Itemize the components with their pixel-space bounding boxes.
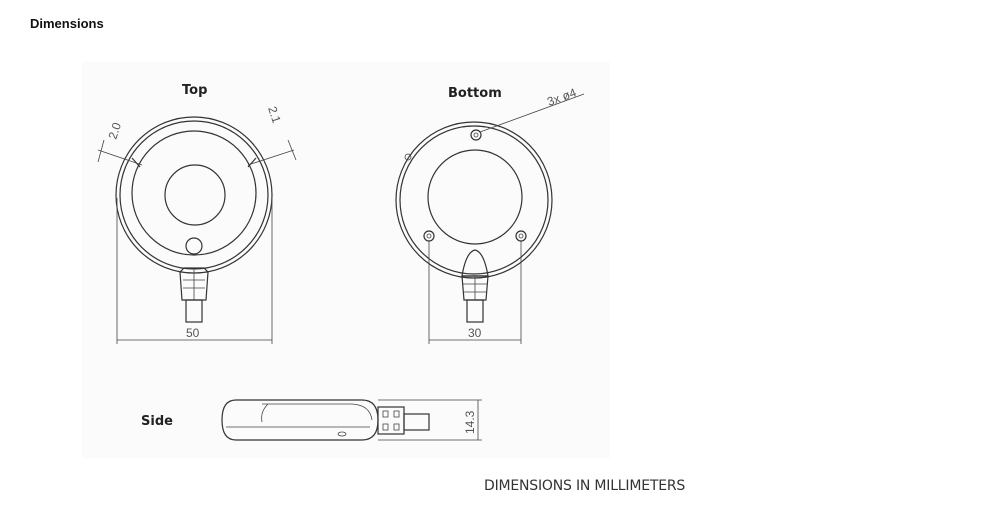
- bottom-outer-ring-inner: [399, 125, 549, 275]
- side-height-dim: 14.3: [463, 410, 477, 434]
- top-left-slot-dim: 2.0: [106, 120, 125, 141]
- side-view-label: Side: [141, 414, 173, 429]
- bottom-hole-right-inner: [518, 233, 524, 239]
- top-led: [185, 237, 203, 255]
- bottom-hole-left-inner: [426, 233, 432, 239]
- top-left-dim-line: [97, 149, 143, 166]
- top-view-label: Top: [182, 83, 207, 98]
- top-face: [131, 130, 257, 256]
- top-cable: [185, 299, 203, 323]
- top-width-dim: 50: [186, 326, 200, 340]
- side-slot-curve: [261, 403, 269, 423]
- top-outer-ring-inner: [119, 120, 269, 270]
- bottom-hole-top-inner: [473, 132, 479, 138]
- side-cable-rib-3: [382, 423, 389, 431]
- top-cable-strain-relief: [179, 267, 209, 301]
- side-cable-rib-2: [393, 410, 400, 418]
- bottom-center-opening: [427, 149, 523, 245]
- top-right-dim-tick: [287, 139, 297, 161]
- bottom-spacing-dim: 30: [468, 326, 482, 340]
- drawing-area: [82, 62, 610, 458]
- units-note: DIMENSIONS IN MILLIMETERS: [484, 478, 686, 494]
- side-led: [337, 431, 347, 437]
- top-lens: [164, 164, 226, 226]
- top-view: Top 2.0 2.1 50: [97, 83, 297, 344]
- top-right-slot-dim: 2.1: [265, 105, 284, 126]
- top-left-dim-tick: [97, 139, 105, 163]
- side-body: [221, 399, 379, 441]
- bottom-hole-top: [470, 129, 482, 141]
- bottom-view-label: Bottom: [448, 86, 502, 101]
- top-right-dim-line: [247, 149, 295, 166]
- bottom-cable: [466, 299, 484, 323]
- side-cable: [403, 413, 430, 431]
- bottom-cable-hood: [461, 249, 489, 277]
- bottom-notch: [404, 153, 412, 161]
- top-left-slot: [131, 157, 141, 168]
- side-cable-rib-4: [393, 423, 400, 431]
- bottom-outer-ring: [395, 121, 553, 279]
- page-title: Dimensions: [30, 16, 104, 31]
- side-top-edge: [262, 403, 373, 421]
- side-view: Side 14.3: [141, 399, 482, 441]
- side-cable-rib-1: [382, 410, 389, 418]
- top-right-slot: [247, 157, 257, 168]
- bottom-hole-leader: [479, 93, 585, 133]
